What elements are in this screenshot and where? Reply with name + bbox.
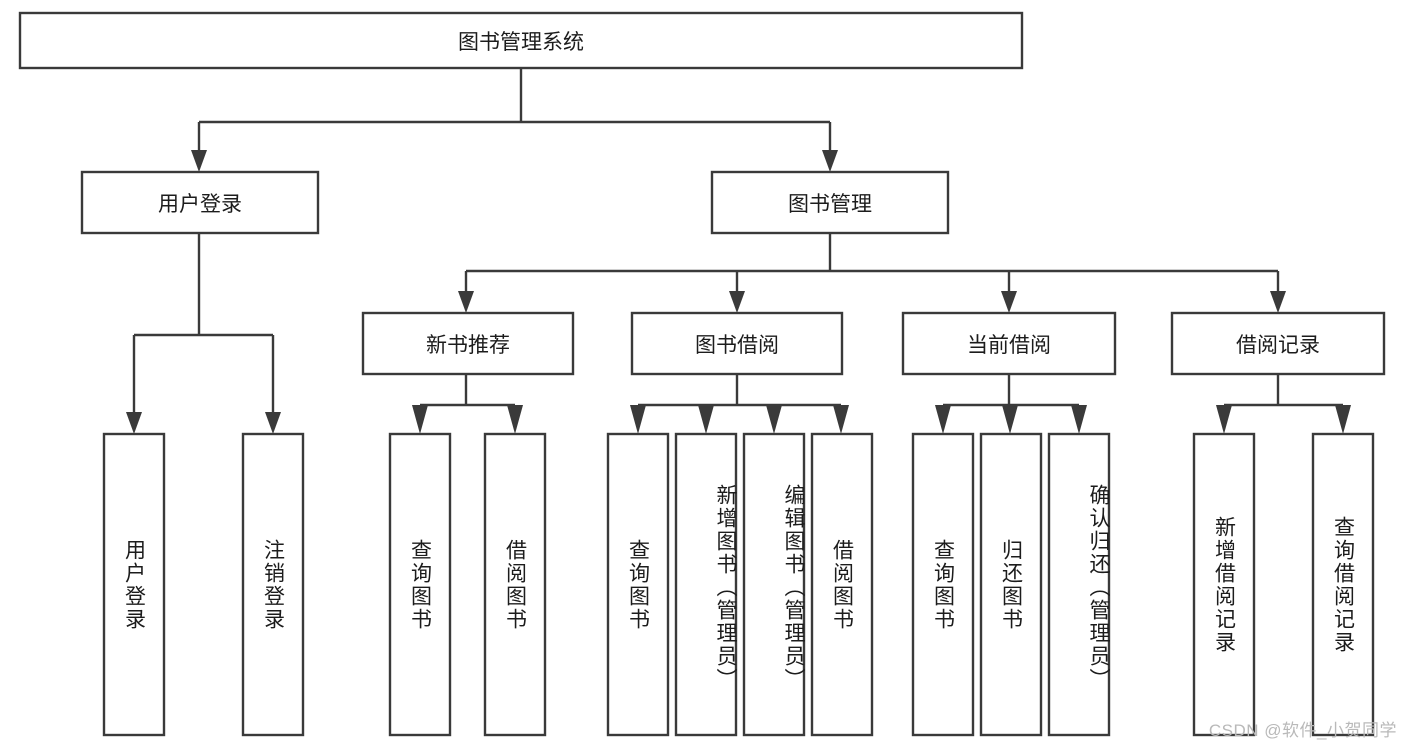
node-leaf-add-book[interactable] bbox=[674, 432, 738, 737]
node-user-login[interactable] bbox=[80, 170, 320, 235]
arrow-user-login-leaf-2 bbox=[265, 412, 281, 434]
arrow-bb-leaf-2 bbox=[698, 405, 714, 434]
arrow-bb-leaf-4 bbox=[833, 405, 849, 434]
node-leaf-query-record[interactable] bbox=[1311, 432, 1375, 737]
arrow-root-to-book-manage bbox=[822, 150, 838, 172]
arrow-cb-leaf-3 bbox=[1071, 405, 1087, 434]
arrow-bm-book-borrow bbox=[729, 291, 745, 313]
arrow-bb-leaf-3 bbox=[766, 405, 782, 434]
arrow-nbr-leaf-1 bbox=[412, 405, 428, 434]
node-leaf-borrow-book-2[interactable] bbox=[810, 432, 874, 737]
edge-group-book-manage bbox=[458, 233, 1286, 313]
node-leaf-query-book-3[interactable] bbox=[911, 432, 975, 737]
node-leaf-add-record[interactable] bbox=[1192, 432, 1256, 737]
arrow-bb-leaf-1 bbox=[630, 405, 646, 434]
edge-group-user-login bbox=[126, 233, 281, 434]
node-root[interactable] bbox=[18, 11, 1024, 70]
node-new-book-rec[interactable] bbox=[361, 311, 575, 376]
arrow-cb-leaf-2 bbox=[1002, 405, 1018, 434]
edge-group-current-borrow bbox=[935, 374, 1087, 434]
arrow-bm-borrow-record bbox=[1270, 291, 1286, 313]
node-leaf-user-logout[interactable] bbox=[241, 432, 305, 737]
edge-group-borrow-record bbox=[1216, 374, 1351, 434]
node-leaf-query-book-2[interactable] bbox=[606, 432, 670, 737]
edge-group-new-book-rec bbox=[412, 374, 523, 434]
arrow-root-to-user-login bbox=[191, 150, 207, 172]
arrow-br-leaf-1 bbox=[1216, 405, 1232, 434]
node-leaf-return-book[interactable] bbox=[979, 432, 1043, 737]
arrow-br-leaf-2 bbox=[1335, 405, 1351, 434]
node-leaf-borrow-book-1[interactable] bbox=[483, 432, 547, 737]
edge-group-book-borrow bbox=[630, 374, 849, 434]
node-book-manage[interactable] bbox=[710, 170, 950, 235]
arrow-nbr-leaf-2 bbox=[507, 405, 523, 434]
node-book-borrow[interactable] bbox=[630, 311, 844, 376]
node-leaf-confirm-return[interactable] bbox=[1047, 432, 1111, 737]
node-borrow-record[interactable] bbox=[1170, 311, 1386, 376]
watermark-text: CSDN @软件_小贺同学 bbox=[1208, 721, 1397, 740]
arrow-user-login-leaf-1 bbox=[126, 412, 142, 434]
node-current-borrow[interactable] bbox=[901, 311, 1117, 376]
arrow-cb-leaf-1 bbox=[935, 405, 951, 434]
node-leaf-edit-book[interactable] bbox=[742, 432, 806, 737]
node-leaf-query-book-1[interactable] bbox=[388, 432, 452, 737]
arrow-bm-current-borrow bbox=[1001, 291, 1017, 313]
edge-group-root bbox=[191, 68, 838, 172]
node-leaf-user-login[interactable] bbox=[102, 432, 166, 737]
arrow-bm-new-book-rec bbox=[458, 291, 474, 313]
